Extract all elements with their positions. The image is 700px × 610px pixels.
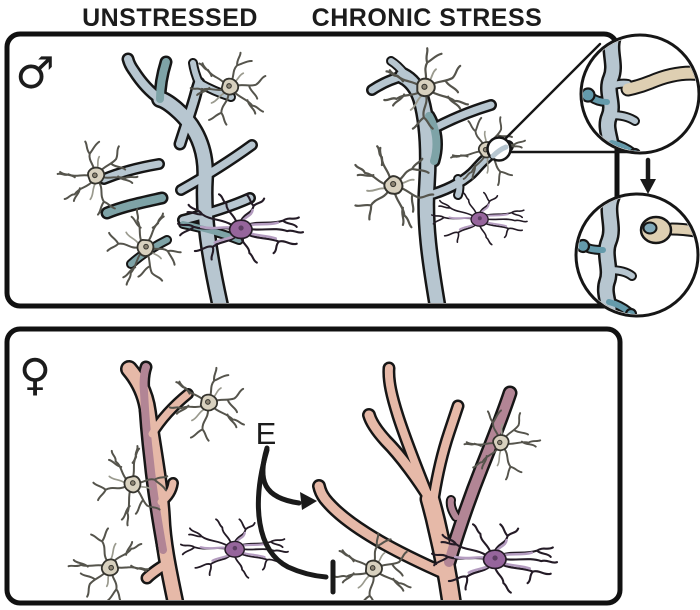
estrogen-inhibition-arrow xyxy=(255,447,336,595)
dendritic-spine xyxy=(624,307,638,314)
dendritic-spine xyxy=(628,147,642,151)
magnifier-callout-lines xyxy=(502,42,640,154)
inset-spine-engulfed xyxy=(574,192,700,318)
female-panel: E ♀ xyxy=(4,326,623,606)
dendrite-tip-in-circle xyxy=(490,144,509,159)
engulfed-spine xyxy=(642,221,658,235)
inset-spine-contact xyxy=(579,33,700,155)
unstressed-column-label: UNSTRESSED xyxy=(82,4,258,32)
male-symbol: ♂ xyxy=(15,48,54,99)
female-symbol: ♀ xyxy=(19,350,51,401)
estrogen-label: E xyxy=(256,416,277,451)
male-panel: ♂ xyxy=(4,31,620,309)
chronic-stress-column-label: CHRONIC STRESS xyxy=(312,4,543,32)
dendritic-spine xyxy=(583,87,596,103)
down-arrow-icon xyxy=(640,157,656,194)
female-panel-border xyxy=(4,326,623,606)
dendritic-spine xyxy=(578,238,591,254)
